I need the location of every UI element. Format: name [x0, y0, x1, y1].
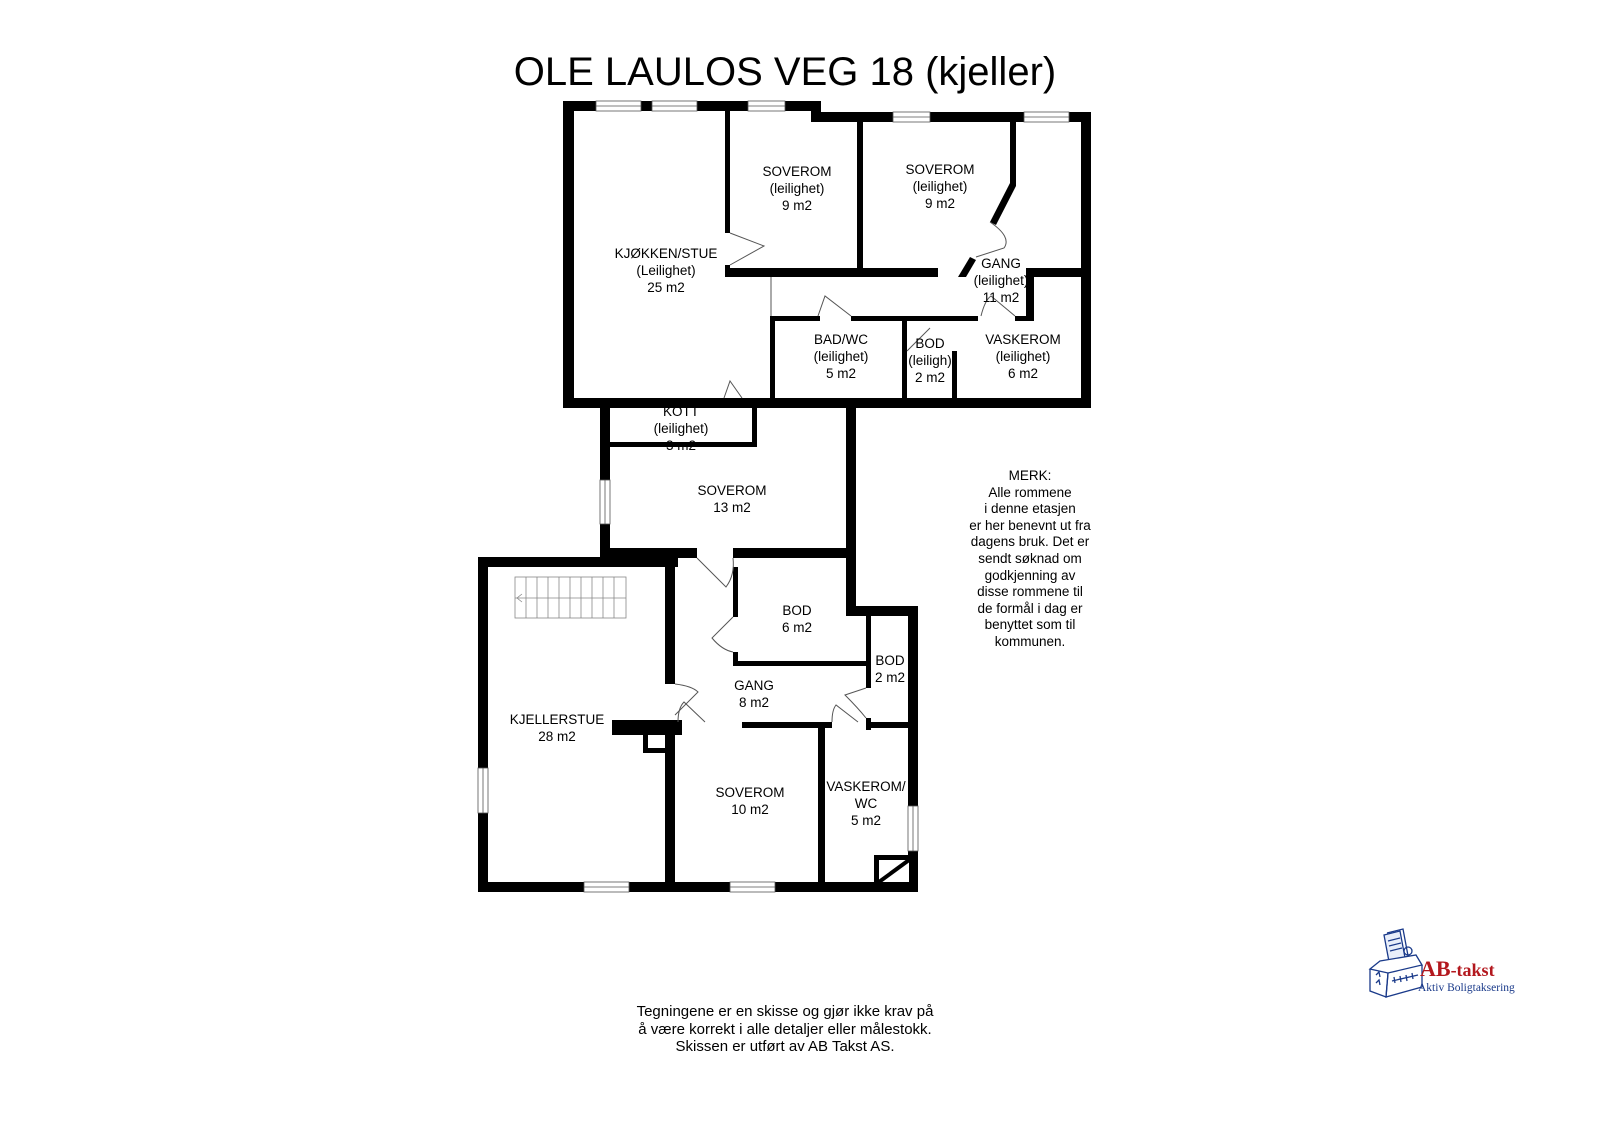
- footer-line: å være korrekt i alle detaljer eller mål…: [638, 1020, 932, 1038]
- note-line: kommunen.: [994, 633, 1066, 649]
- exterior-walls: [478, 101, 1091, 892]
- room-usage: (leilighet): [769, 181, 825, 196]
- room-area: 5 m2: [850, 813, 881, 828]
- windows: [477, 100, 1070, 893]
- room-name: KJELLERSTUE: [509, 712, 605, 727]
- room-name: SOVEROM: [697, 483, 767, 498]
- note-line: godkjenning av: [984, 567, 1076, 583]
- merk-note: MERK: Alle rommene i denne etasjen er he…: [940, 468, 1120, 651]
- footer-line: Tegningene er en skisse og gjør ikke kra…: [636, 1003, 934, 1020]
- floor-plan-title: OLE LAULOS VEG 18 (kjeller): [513, 50, 1057, 94]
- room-gang-8: GANG 8 m2: [734, 677, 774, 711]
- room-area: 25 m2: [647, 280, 685, 295]
- room-bad-wc: BAD/WC (leilighet) 5 m2: [814, 331, 869, 382]
- room-name: KJØKKEN/STUE: [614, 246, 718, 261]
- note-line: Alle rommene: [988, 484, 1072, 500]
- room-usage: (leilighet): [813, 349, 869, 364]
- note-line: er her benevnt ut fra: [969, 517, 1091, 533]
- brand-logo: AB-takst: [1420, 956, 1495, 982]
- room-soverom-13: SOVEROM 13 m2: [697, 482, 766, 516]
- room-name: BOD: [915, 336, 945, 351]
- room-usage: (leilighet): [912, 179, 968, 194]
- room-area: 11 m2: [982, 290, 1020, 305]
- stairs-icon: [514, 576, 627, 619]
- brand-name: AB: [1420, 956, 1451, 981]
- room-area: 2 m2: [914, 370, 946, 385]
- room-kjokken-stue: KJØKKEN/STUE (Leilighet) 25 m2: [615, 245, 718, 296]
- disclaimer-footer: Tegningene er en skisse og gjør ikke kra…: [637, 1003, 934, 1056]
- note-line: dagens bruk. Det er: [970, 534, 1090, 550]
- room-gang-leilighet: GANG (leilighet) 11 m2: [974, 255, 1029, 306]
- room-area: 5 m2: [825, 366, 856, 381]
- room-area: 2 m2: [874, 670, 906, 685]
- room-area: 9 m2: [924, 196, 956, 211]
- note-line: de formål i dag er: [977, 600, 1083, 616]
- room-soverom-2: SOVEROM (leilighet) 9 m2: [905, 161, 974, 212]
- room-area: 10 m2: [731, 802, 769, 817]
- room-soverom-1: SOVEROM (leilighet) 9 m2: [762, 163, 831, 214]
- room-area: 8 m2: [738, 695, 770, 710]
- brand-suffix: -takst: [1450, 960, 1495, 980]
- note-line: i denne etasjen: [984, 501, 1076, 517]
- room-name: KOTT: [663, 404, 699, 419]
- room-kott: KOTT (leilighet) 3 m2: [654, 403, 709, 454]
- room-name: VASKEROM: [985, 332, 1061, 347]
- room-area: 13 m2: [713, 500, 751, 515]
- room-usage: (leilighet): [995, 349, 1051, 364]
- chimney-icon: [874, 855, 914, 887]
- room-area: 3 m2: [665, 438, 696, 453]
- room-area: 6 m2: [1007, 366, 1039, 381]
- room-name: BOD: [875, 653, 905, 668]
- brand-tagline: Aktiv Boligtaksering: [1418, 982, 1515, 994]
- room-name: BAD/WC: [814, 332, 868, 347]
- footer-line: Skissen er utført av AB Takst AS.: [675, 1038, 895, 1055]
- note-line: disse rommene til: [977, 584, 1083, 600]
- room-soverom-10: SOVEROM 10 m2: [715, 784, 784, 818]
- room-usage: (leiligh): [908, 353, 952, 368]
- room-area: 6 m2: [781, 620, 813, 635]
- note-line: benyttet som til: [984, 617, 1076, 633]
- note-heading: MERK:: [1008, 468, 1052, 483]
- room-area: 9 m2: [781, 198, 813, 213]
- house-document-logo-icon: [1368, 928, 1424, 998]
- room-usage: WC: [854, 796, 878, 811]
- room-bod-2: BOD 2 m2: [875, 652, 905, 686]
- room-kjellerstue: KJELLERSTUE 28 m2: [510, 711, 605, 745]
- room-name: SOVEROM: [762, 164, 832, 179]
- room-usage: (leilighet): [653, 421, 709, 436]
- room-bod-leilighet: BOD (leiligh) 2 m2: [908, 335, 952, 386]
- doors: [674, 221, 1016, 723]
- room-usage: (Leilighet): [636, 263, 696, 278]
- room-name: SOVEROM: [715, 785, 785, 800]
- room-name: BOD: [782, 603, 812, 618]
- room-vaskerom-wc: VASKEROM/ WC 5 m2: [826, 778, 905, 829]
- room-area: 28 m2: [538, 729, 576, 744]
- room-name: GANG: [981, 256, 1021, 271]
- room-bod-6: BOD 6 m2: [782, 602, 812, 636]
- room-usage: (leilighet): [973, 273, 1029, 288]
- room-name: GANG: [734, 678, 774, 693]
- room-vaskerom-leilighet: VASKEROM (leilighet) 6 m2: [985, 331, 1061, 382]
- room-name: SOVEROM: [905, 162, 975, 177]
- note-line: sendt søknad om: [978, 550, 1082, 566]
- room-name: VASKEROM/: [826, 779, 906, 794]
